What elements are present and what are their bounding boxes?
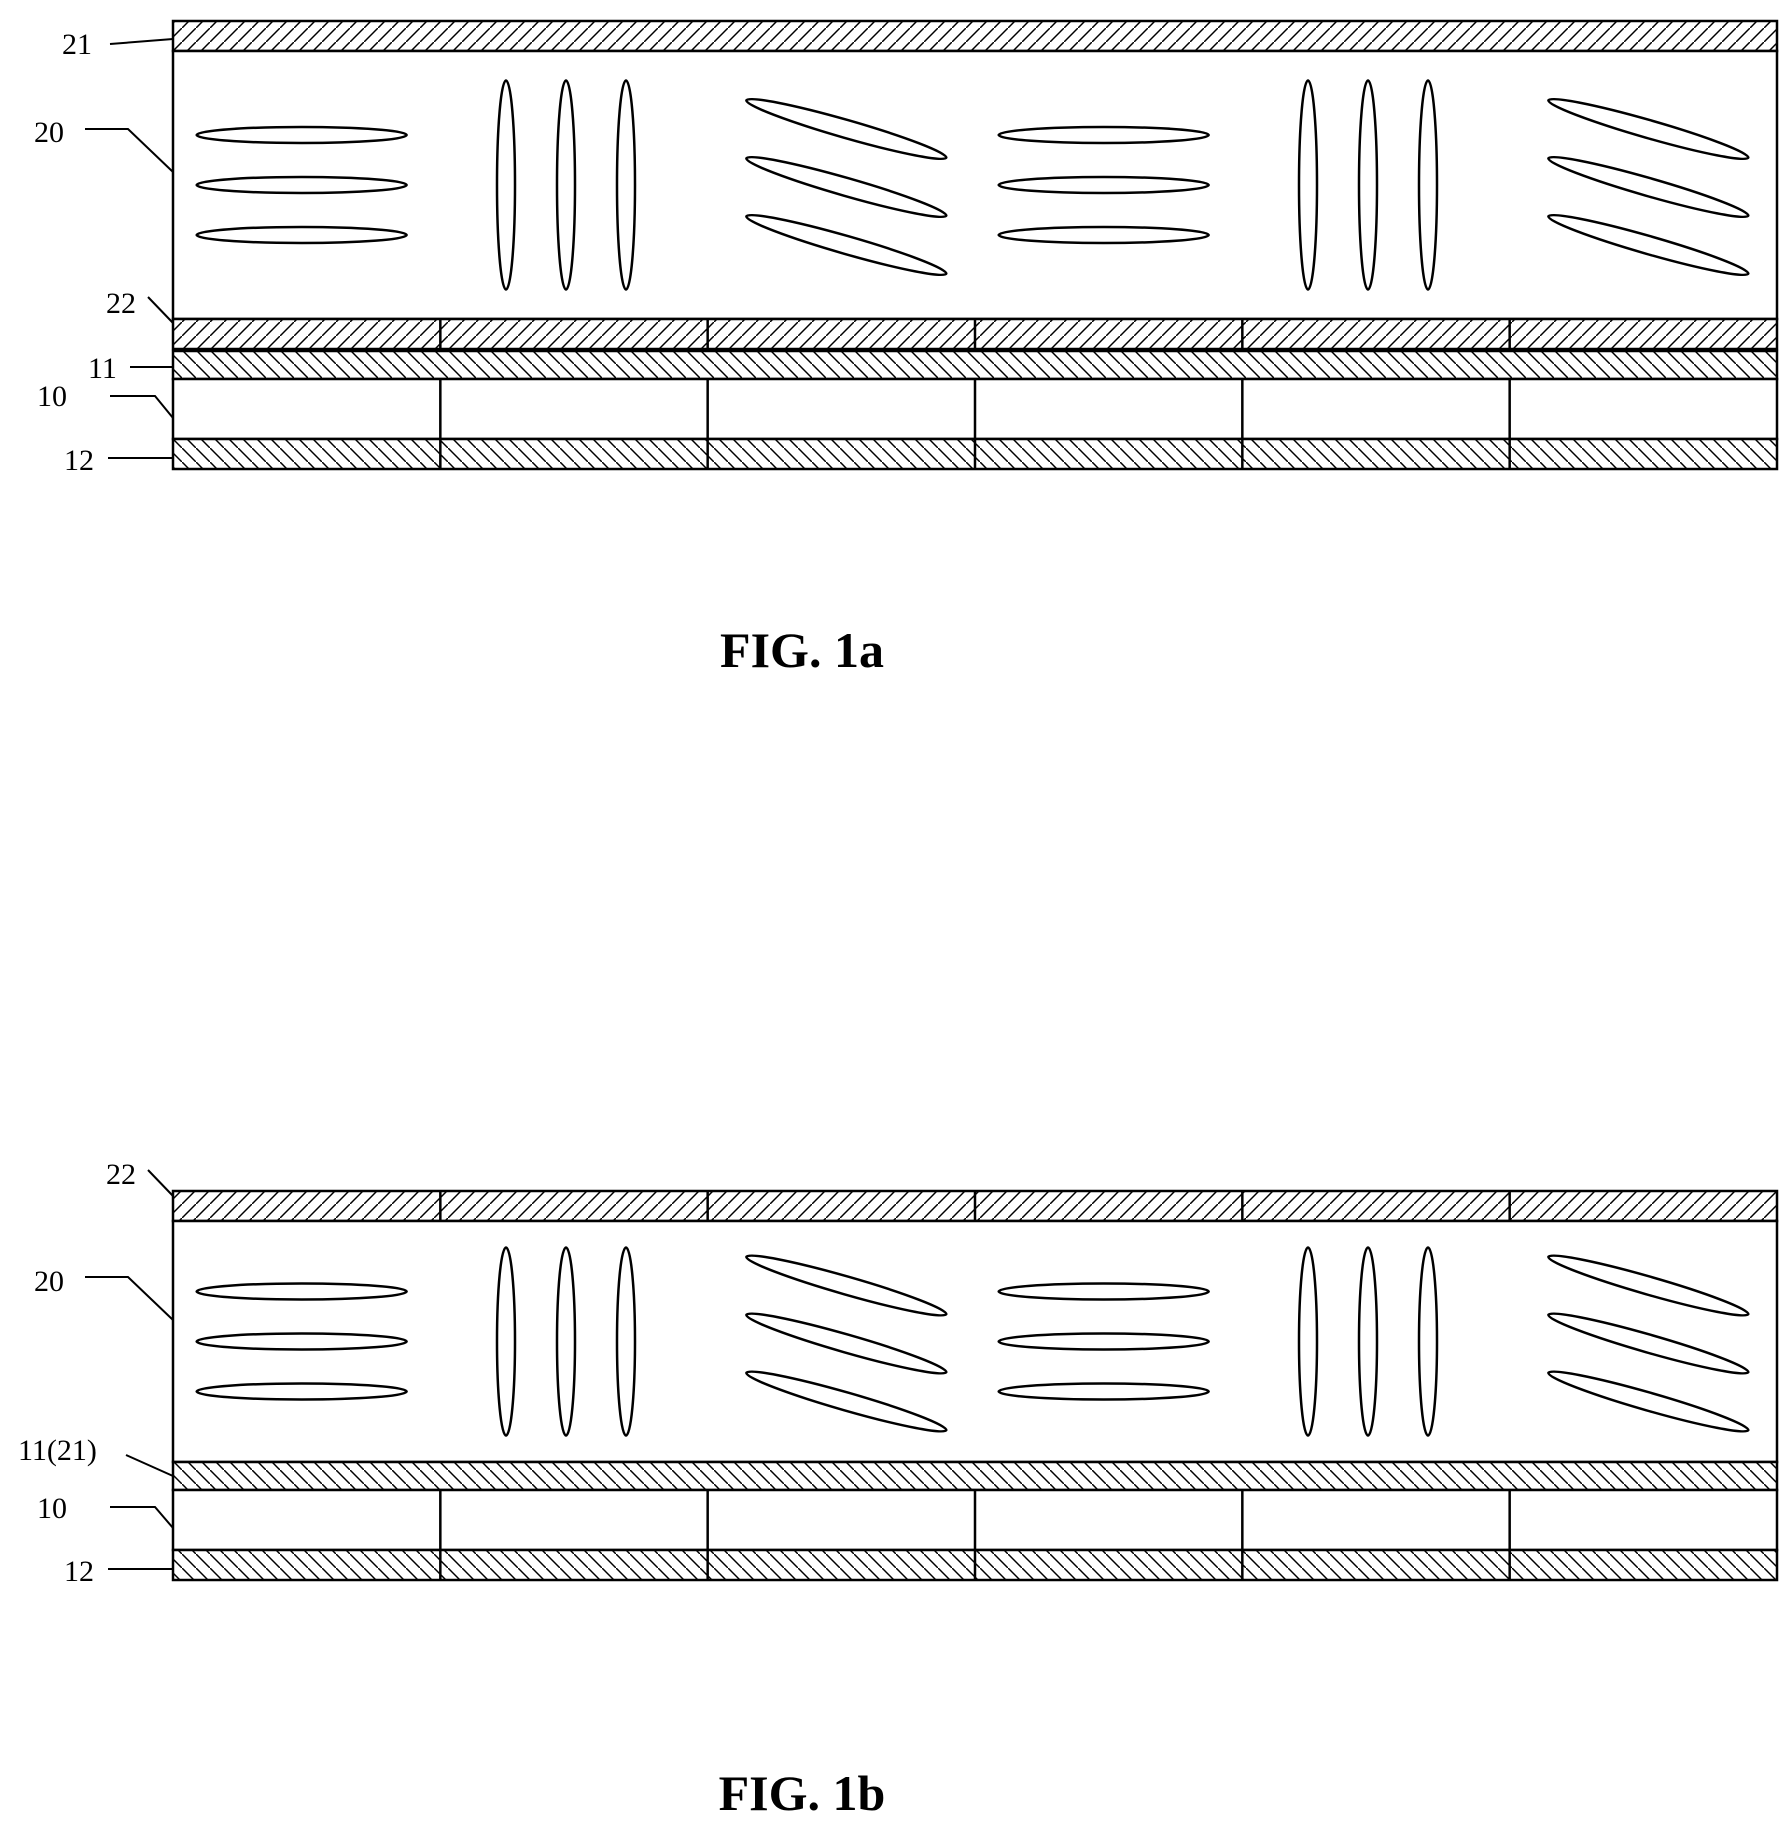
figure-caption: FIG. 1a: [720, 622, 884, 678]
label-11-21: 11(21): [18, 1434, 97, 1467]
figure-1a: 21 20 22 11 10 12 FIG. 1a: [34, 21, 1777, 678]
label-10: 10: [37, 380, 67, 413]
label-12: 12: [64, 1555, 94, 1588]
polarizer-layer-21: [173, 21, 1777, 51]
electrode-layer-11: [173, 351, 1777, 379]
label-22: 22: [106, 287, 136, 320]
label-21: 21: [62, 28, 92, 61]
shared-layer-11-21: [173, 1462, 1777, 1490]
label-20: 20: [34, 116, 64, 149]
leader-lines: [85, 1170, 173, 1569]
label-11: 11: [88, 352, 117, 385]
leader-lines: [85, 39, 173, 458]
label-22: 22: [106, 1158, 136, 1191]
liquid-crystal-layer-20: [173, 1221, 1777, 1462]
liquid-crystal-layer-20: [173, 51, 1777, 319]
label-10: 10: [37, 1492, 67, 1525]
figure-caption: FIG. 1b: [719, 1765, 886, 1821]
label-20: 20: [34, 1265, 64, 1298]
label-12: 12: [64, 444, 94, 477]
figure-1b: 22 20 11(21) 10 12 FIG. 1b: [18, 1158, 1777, 1821]
